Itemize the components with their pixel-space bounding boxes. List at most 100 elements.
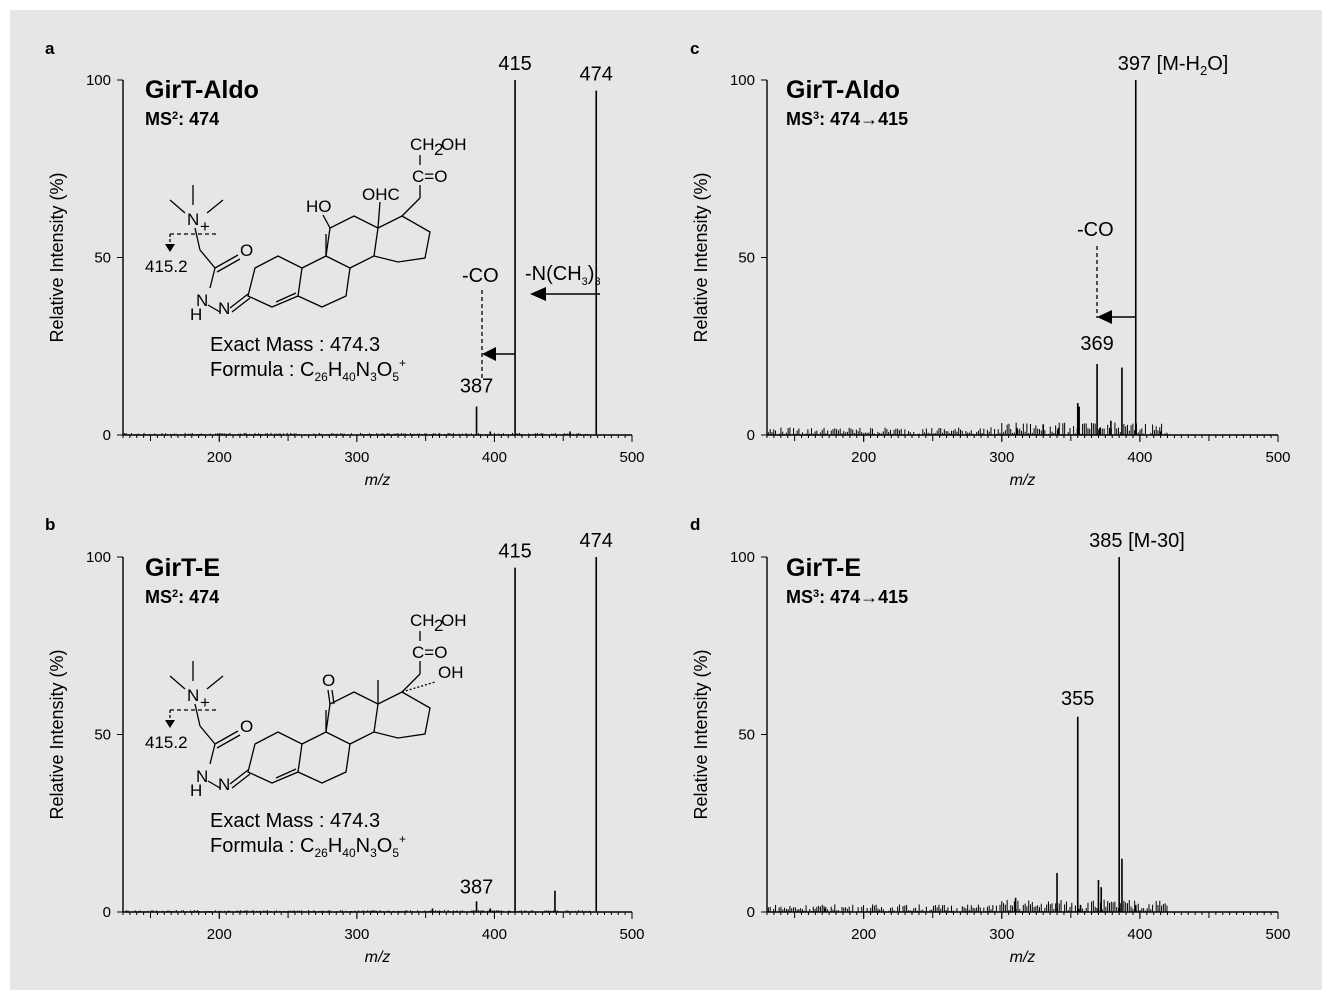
svg-text:+: + (200, 693, 210, 712)
subtitle-d: MS3: 474→415 (786, 587, 908, 607)
svg-text:OH: OH (441, 135, 467, 154)
x-tick-label: 200 (851, 449, 876, 466)
x-tick-label: 400 (482, 449, 507, 466)
x-tick-label: 500 (619, 926, 644, 943)
chemical-structure-aldo: N + 415.2 O N H N HO OHC C=O C (145, 135, 467, 384)
x-axis-label: m/z (1010, 472, 1036, 489)
annotations-c: -CO (1077, 219, 1135, 324)
label-n-plus-a: N (187, 210, 199, 229)
peak-label-415: 415 (498, 53, 531, 75)
peak-label-387: 387 (460, 876, 493, 898)
svg-text:N: N (218, 299, 230, 318)
y-tick-label: 0 (103, 427, 111, 444)
x-tick-label: 500 (1265, 449, 1290, 466)
svg-text:CH: CH (410, 135, 435, 154)
loss-co-a: -CO (462, 265, 499, 287)
peak-label-415: 415 (498, 541, 531, 563)
frag-mz-b: 415.2 (145, 733, 188, 752)
x-tick-label: 300 (989, 926, 1014, 943)
x-tick-label: 300 (344, 449, 369, 466)
svg-text:N: N (187, 686, 199, 705)
y-tick-label: 100 (730, 72, 755, 89)
svg-text:N: N (218, 775, 230, 794)
y-tick-label: 50 (738, 250, 755, 267)
peak-label-369: 369 (1080, 333, 1113, 355)
y-axis-label: Relative Intensity (%) (47, 649, 67, 819)
panel-b: 200 300 400 500 0 50 100 m/z Relative Intensity … (47, 530, 645, 966)
y-tick-label: 100 (86, 549, 111, 566)
x-tick-label: 200 (207, 926, 232, 943)
formula-b: Formula : C26H40N3O5+ (210, 832, 406, 860)
svg-text:OH: OH (441, 611, 467, 630)
x-tick-label: 200 (207, 449, 232, 466)
svg-text:+: + (200, 217, 210, 236)
loss-nme3-a: -N(CH3)3 (525, 263, 601, 288)
x-tick-label: 500 (1265, 926, 1290, 943)
y-tick-label: 50 (94, 250, 111, 267)
peak-label-385: 385 [M-30] (1089, 530, 1185, 552)
svg-text:H: H (190, 781, 202, 800)
x-tick-label: 500 (619, 449, 644, 466)
formula-a: Formula : C26H40N3O5+ (210, 356, 406, 384)
subtitle-c: MS3: 474→415 (786, 109, 908, 129)
panel-d: 200 300 400 500 0 50 100 m/z Relative Intensity … (691, 530, 1291, 966)
x-tick-label: 400 (1127, 926, 1152, 943)
y-axis-label: Relative Intensity (%) (47, 172, 67, 342)
annotations-a: -CO -N(CH3)3 (462, 263, 601, 378)
panel-label-d: d (690, 515, 700, 534)
title-a: GirT-Aldo (145, 76, 259, 104)
subtitle-b: MS2: 474 (145, 587, 219, 607)
peak-label-474: 474 (580, 64, 613, 86)
svg-text:O: O (240, 241, 253, 260)
peak-label-474: 474 (580, 530, 613, 552)
loss-co-c: -CO (1077, 219, 1114, 241)
x-tick-label: 400 (1127, 449, 1152, 466)
y-tick-label: 50 (738, 727, 755, 744)
peak-label-397: 397 [M-H2O] (1118, 53, 1229, 78)
svg-text:OHC: OHC (362, 185, 400, 204)
svg-text:HO: HO (306, 197, 332, 216)
peak-label-355: 355 (1061, 688, 1094, 710)
y-tick-label: 0 (747, 904, 755, 921)
title-c: GirT-Aldo (786, 76, 900, 104)
svg-text:2: 2 (434, 616, 443, 635)
y-tick-label: 100 (86, 72, 111, 89)
x-axis-label: m/z (365, 949, 391, 966)
panel-a: 200 300 400 500 0 50 100 m/z Relative Intensity … (47, 53, 645, 489)
x-tick-label: 300 (344, 926, 369, 943)
x-tick-label: 400 (482, 926, 507, 943)
panel-label-a: a (45, 39, 55, 58)
frag-mz-a: 415.2 (145, 257, 188, 276)
exact-mass-b: Exact Mass : 474.3 (210, 810, 380, 832)
svg-text:2: 2 (434, 140, 443, 159)
svg-text:O: O (240, 717, 253, 736)
x-axis-label: m/z (1010, 949, 1036, 966)
y-tick-label: 100 (730, 549, 755, 566)
subtitle-a: MS2: 474 (145, 109, 219, 129)
y-tick-label: 0 (103, 904, 111, 921)
svg-text:N: N (196, 291, 208, 310)
title-b: GirT-E (145, 554, 220, 582)
title-d: GirT-E (786, 554, 861, 582)
svg-text:O: O (322, 671, 335, 690)
x-tick-label: 200 (851, 926, 876, 943)
svg-text:H: H (190, 305, 202, 324)
y-axis-label: Relative Intensity (%) (691, 649, 711, 819)
exact-mass-a: Exact Mass : 474.3 (210, 334, 380, 356)
svg-text:C=O: C=O (412, 167, 447, 186)
svg-text:N: N (196, 767, 208, 786)
svg-text:CH: CH (410, 611, 435, 630)
panel-c: 200 300 400 500 0 50 100 m/z Relative Intensity … (691, 53, 1291, 489)
x-axis-label: m/z (365, 472, 391, 489)
panel-label-c: c (690, 39, 699, 58)
y-axis-label: Relative Intensity (%) (691, 172, 711, 342)
svg-text:C=O: C=O (412, 643, 447, 662)
svg-text:OH: OH (438, 663, 464, 682)
peak-label-387: 387 (460, 376, 493, 398)
chemical-structure-cortisone: N + 415.2 O N H N O C=O CH 2 OH (145, 611, 467, 860)
y-tick-label: 50 (94, 727, 111, 744)
x-tick-label: 300 (989, 449, 1014, 466)
y-tick-label: 0 (747, 427, 755, 444)
